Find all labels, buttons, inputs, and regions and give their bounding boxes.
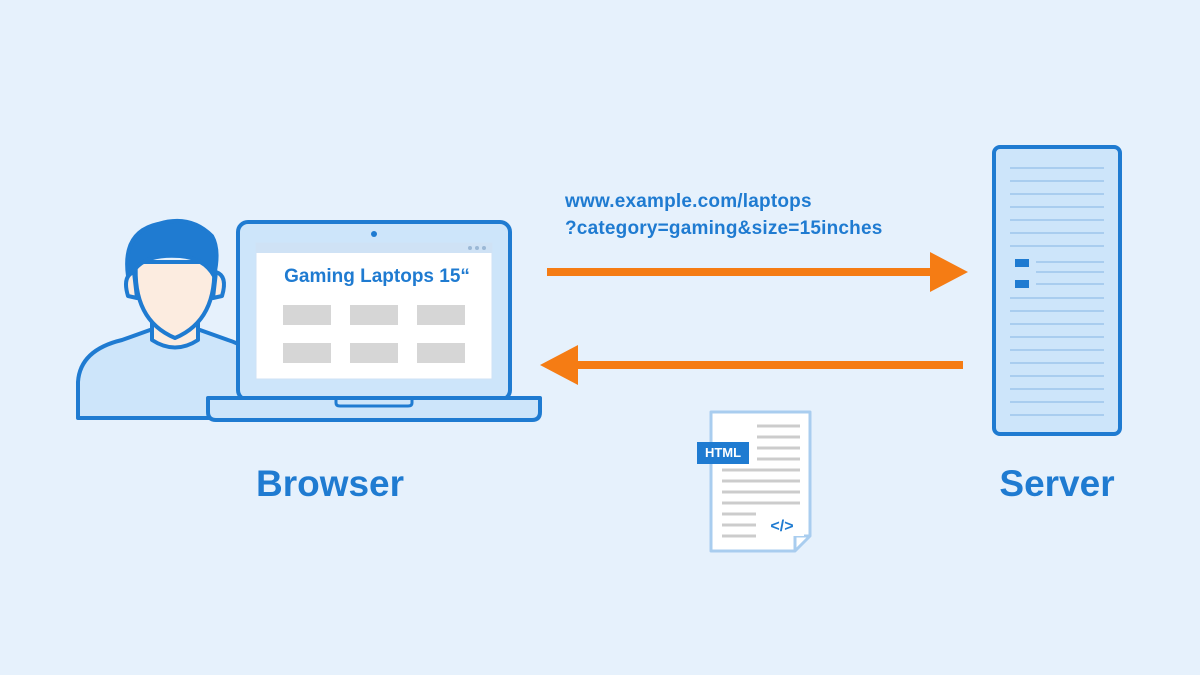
arrow-right-icon bbox=[547, 252, 968, 292]
arrow-left-icon bbox=[540, 345, 963, 385]
user-avatar-icon bbox=[76, 219, 264, 420]
server-tower-icon bbox=[992, 145, 1122, 436]
server-status-light bbox=[1015, 259, 1029, 267]
laptop-icon bbox=[206, 220, 542, 422]
code-symbol: </> bbox=[760, 518, 804, 536]
product-placeholder bbox=[350, 305, 398, 325]
product-placeholder bbox=[350, 343, 398, 363]
product-placeholder bbox=[283, 305, 331, 325]
request-url-line-1: www.example.com/laptops bbox=[565, 191, 812, 212]
html-document-tag: HTML bbox=[697, 442, 749, 464]
product-placeholder bbox=[417, 343, 465, 363]
browser-label: Browser bbox=[255, 463, 405, 504]
server-label: Server bbox=[999, 463, 1115, 504]
laptop-screen-title: Gaming Laptops 15“ bbox=[284, 266, 470, 287]
product-placeholder bbox=[283, 343, 331, 363]
request-url-query-line: ?category=gaming&size=15inches bbox=[565, 218, 883, 239]
product-placeholder bbox=[417, 305, 465, 325]
server-status-light bbox=[1015, 280, 1029, 288]
